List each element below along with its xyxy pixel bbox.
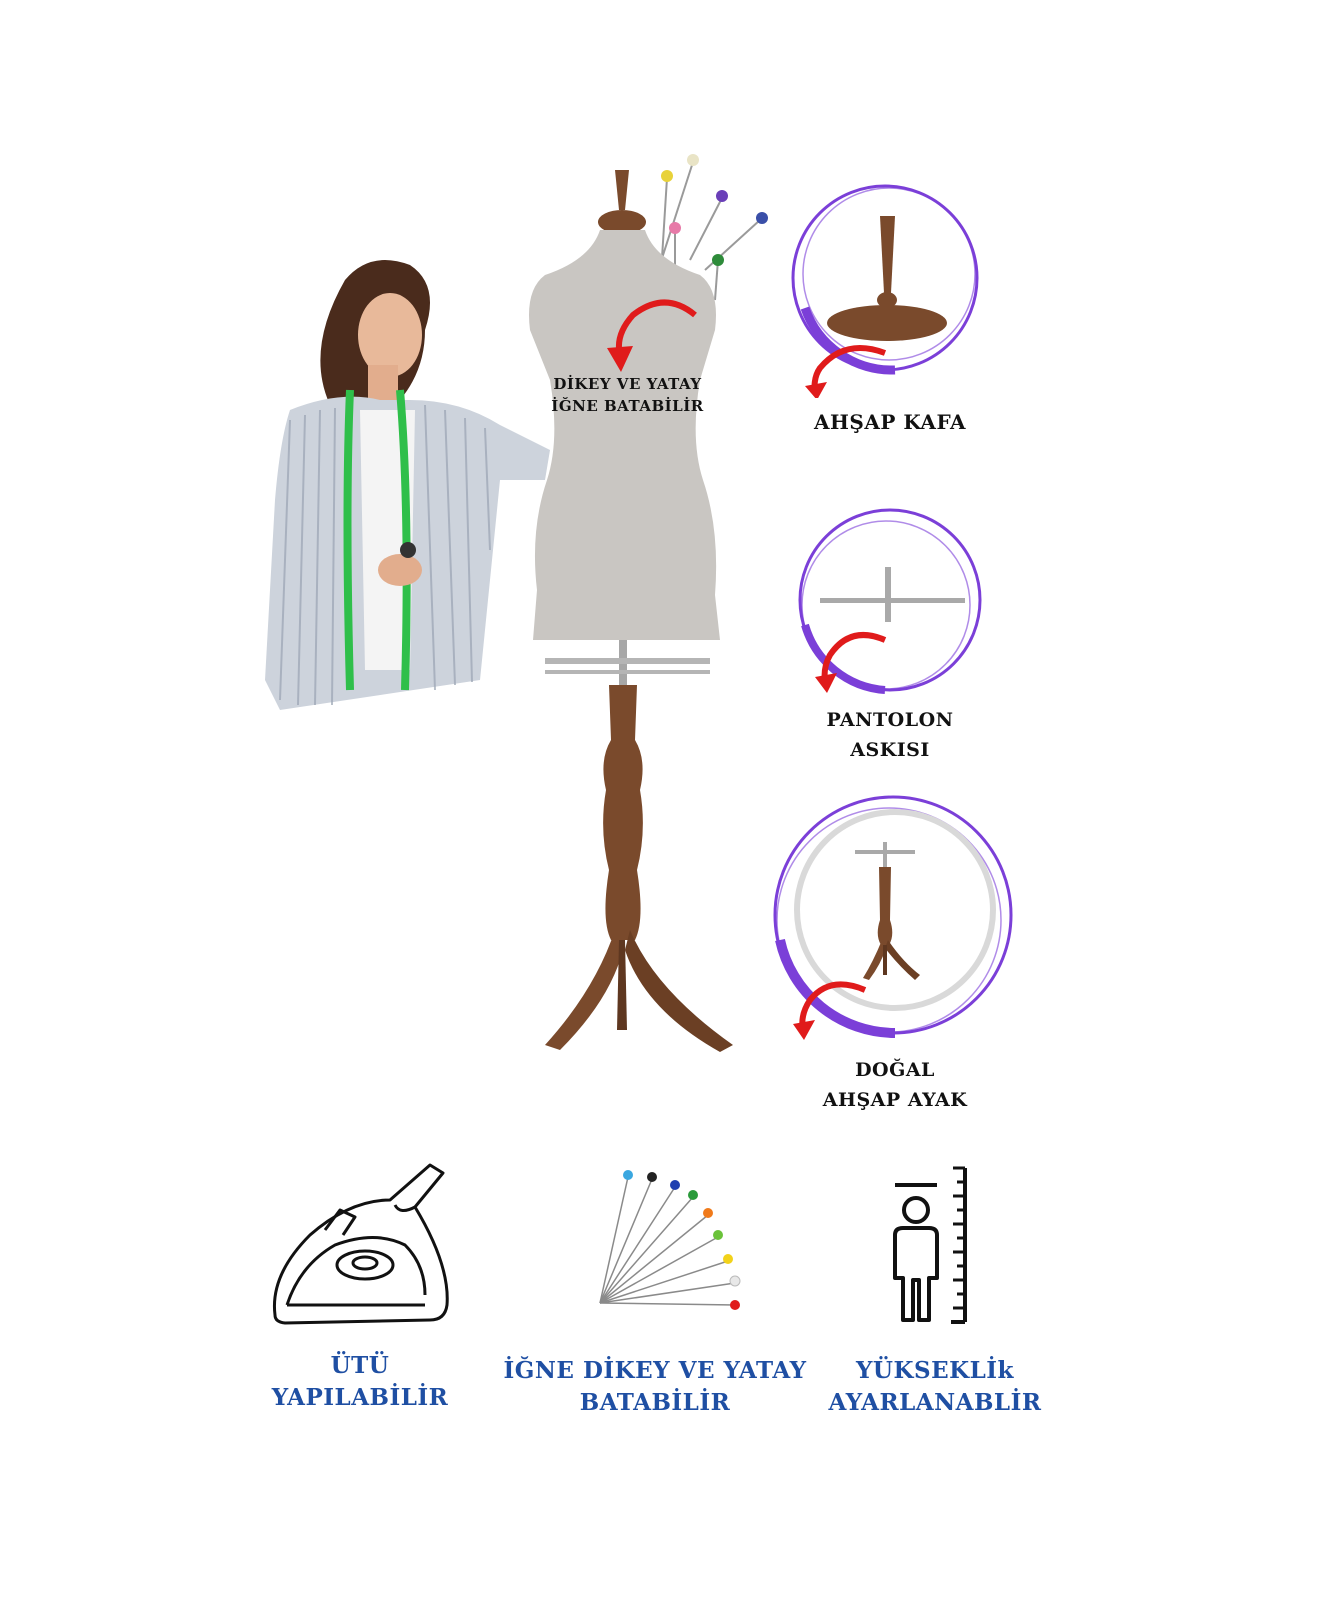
feature-ironable-line1: ÜTÜ xyxy=(330,1352,390,1379)
wooden-head-detail xyxy=(791,184,979,398)
callout-torso-line1: DİKEY VE YATAY xyxy=(553,375,702,393)
feature-height-adjustable: YÜKSEKLİk AYARLANABLİR xyxy=(810,1355,1060,1419)
feature-height-line1: YÜKSEKLİk xyxy=(856,1357,1014,1384)
trouser-hanger-detail xyxy=(798,508,982,694)
wooden-stand-detail xyxy=(773,795,1013,1040)
callout-torso: DİKEY VE YATAY İĞNE BATABİLİR xyxy=(545,373,710,417)
iron-icon xyxy=(272,1163,449,1325)
feature-pinnable-line1: İĞNE DİKEY VE YATAY xyxy=(503,1357,807,1384)
callout-torso-line2: İĞNE BATABİLİR xyxy=(551,397,704,415)
woman-illustration xyxy=(265,260,550,710)
feature-ironable: ÜTÜ YAPILABİLİR xyxy=(245,1350,475,1414)
callout-hanger-line2: ASKISI xyxy=(850,739,930,761)
feature-pinnable: İĞNE DİKEY VE YATAY BATABİLİR xyxy=(495,1355,815,1419)
height-measure-icon xyxy=(893,1166,967,1324)
feature-ironable-line2: YAPILABİLİR xyxy=(271,1384,449,1411)
callout-hanger: PANTOLON ASKISI xyxy=(790,705,990,765)
callout-stand: DOĞAL AHŞAP AYAK xyxy=(795,1055,995,1115)
callout-head: AHŞAP KAFA xyxy=(813,410,966,434)
callout-stand-line2: AHŞAP AYAK xyxy=(822,1089,968,1111)
callout-stand-line1: DOĞAL xyxy=(855,1059,935,1081)
feature-pinnable-line2: BATABİLİR xyxy=(579,1389,731,1416)
pins-icon xyxy=(599,1170,741,1310)
feature-height-line2: AYARLANABLİR xyxy=(828,1389,1042,1416)
mannequin-illustration xyxy=(529,154,768,1052)
callout-hanger-line1: PANTOLON xyxy=(826,709,954,731)
